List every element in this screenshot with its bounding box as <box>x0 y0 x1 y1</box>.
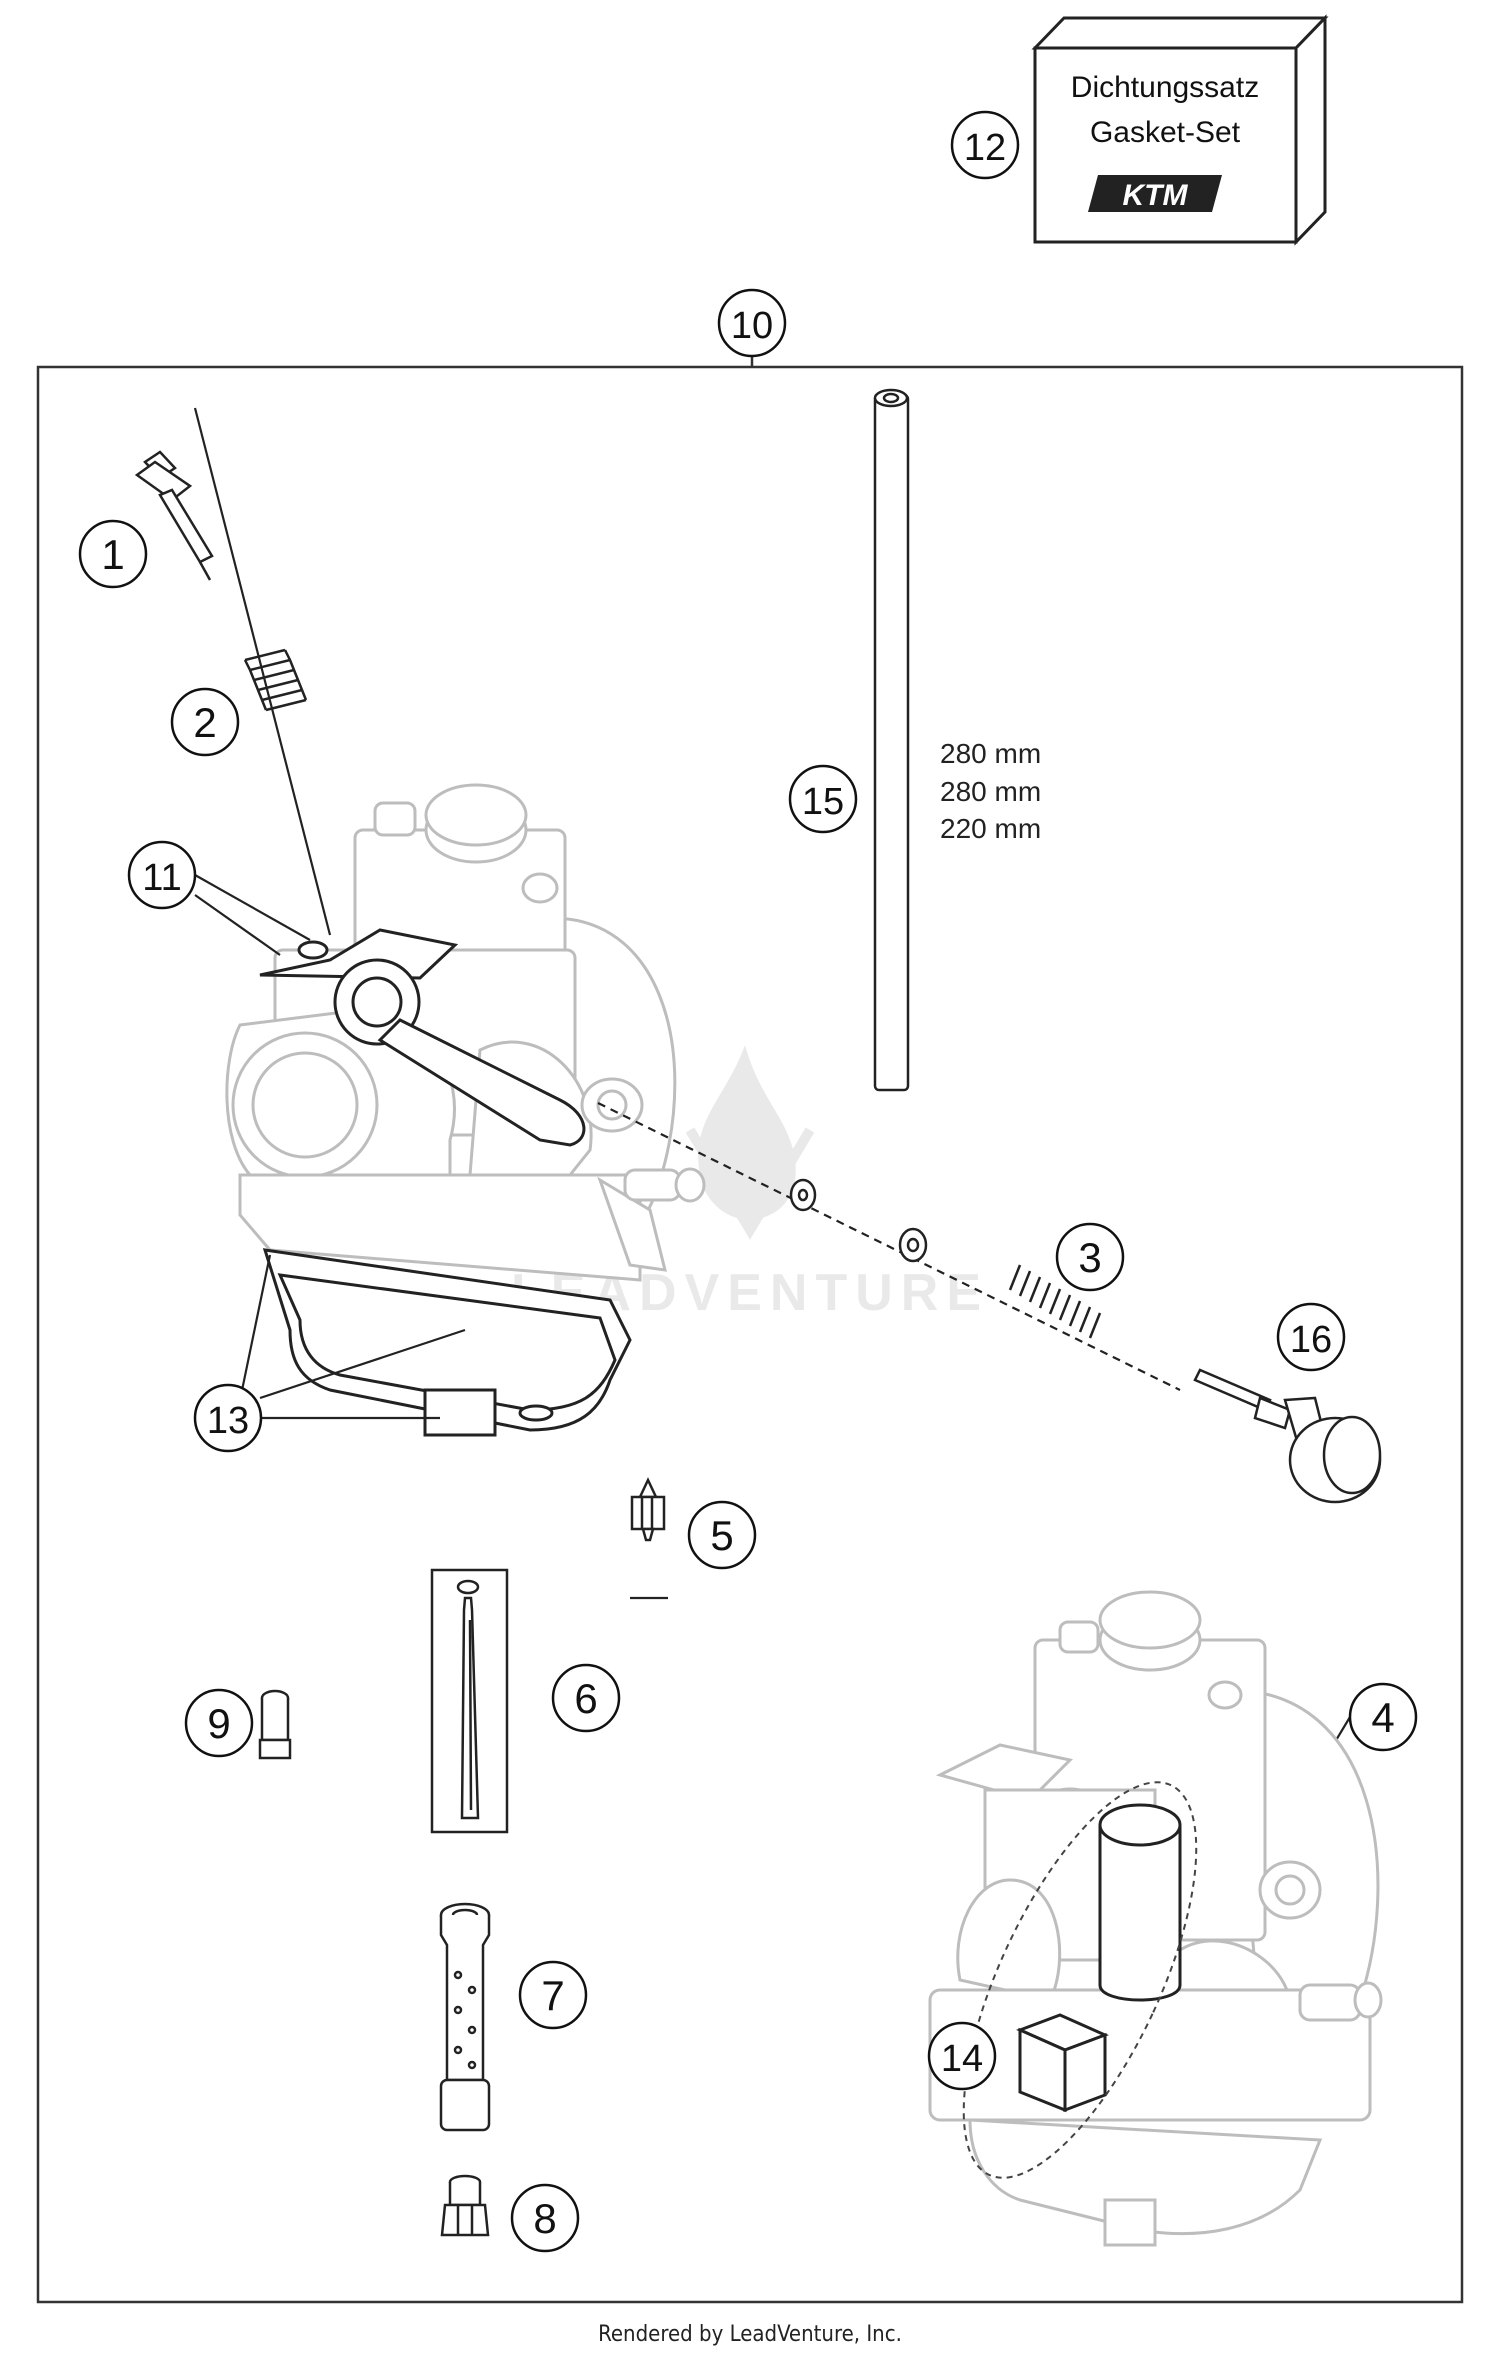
washer-1 <box>789 1178 817 1212</box>
render-credit: Rendered by LeadVenture, Inc. <box>598 2322 902 2347</box>
washer-2 <box>898 1227 928 1263</box>
callout-3: 3 <box>1078 1234 1101 1281</box>
gasket-label-en: Gasket-Set <box>1090 116 1241 149</box>
jet-needle-packet <box>430 1568 509 1834</box>
callout-circles <box>78 110 1418 2253</box>
callout-6: 6 <box>574 1675 597 1722</box>
air-screw-spring <box>1008 1264 1102 1339</box>
needle-jet <box>439 1902 491 2132</box>
tube-length-3: 220 mm <box>940 813 1041 844</box>
float-bowl <box>262 1248 632 1437</box>
idle-screw <box>134 450 214 581</box>
float <box>1016 2013 1109 2113</box>
tube-length-2: 280 mm <box>940 776 1041 807</box>
pilot-jet <box>258 1689 292 1760</box>
callout-15: 15 <box>802 781 844 823</box>
ktm-logo: KTM <box>1088 175 1222 212</box>
detail-outline <box>962 1781 1198 2179</box>
callout-13: 13 <box>207 1400 249 1442</box>
callout-5: 5 <box>710 1512 733 1559</box>
air-screw <box>1193 1368 1382 1504</box>
ktm-logo-text: KTM <box>1123 179 1189 212</box>
choke-lever <box>259 928 586 1147</box>
callout-8: 8 <box>533 2195 556 2242</box>
callout-4: 4 <box>1371 1694 1394 1741</box>
tube-length-1: 280 mm <box>940 738 1041 769</box>
callout-11: 11 <box>142 857 181 899</box>
tube-lengths: 280 mm 280 mm 220 mm <box>940 738 1041 844</box>
gasket-label-de: Dichtungssatz <box>1071 71 1259 104</box>
throttle-slide <box>1098 1803 1182 2002</box>
callout-1: 1 <box>101 531 124 578</box>
callout-9: 9 <box>207 1700 230 1747</box>
main-jet <box>440 2174 490 2237</box>
idle-spring <box>243 648 308 712</box>
callout-7: 7 <box>541 1972 564 2019</box>
callout-12: 12 <box>964 127 1006 169</box>
vent-tube <box>873 388 910 1092</box>
gasket-set-box: Dichtungssatz Gasket-Set KTM <box>1031 14 1329 246</box>
float-needle <box>630 1477 666 1542</box>
callout-10: 10 <box>731 305 773 347</box>
carburetor-main <box>225 783 706 1282</box>
callout-14: 14 <box>941 2038 983 2080</box>
callout-2: 2 <box>193 699 216 746</box>
callout-numbers: 1 2 3 4 5 6 7 8 9 10 11 12 13 14 15 16 <box>101 127 1394 2242</box>
callout-16: 16 <box>1290 1319 1332 1361</box>
